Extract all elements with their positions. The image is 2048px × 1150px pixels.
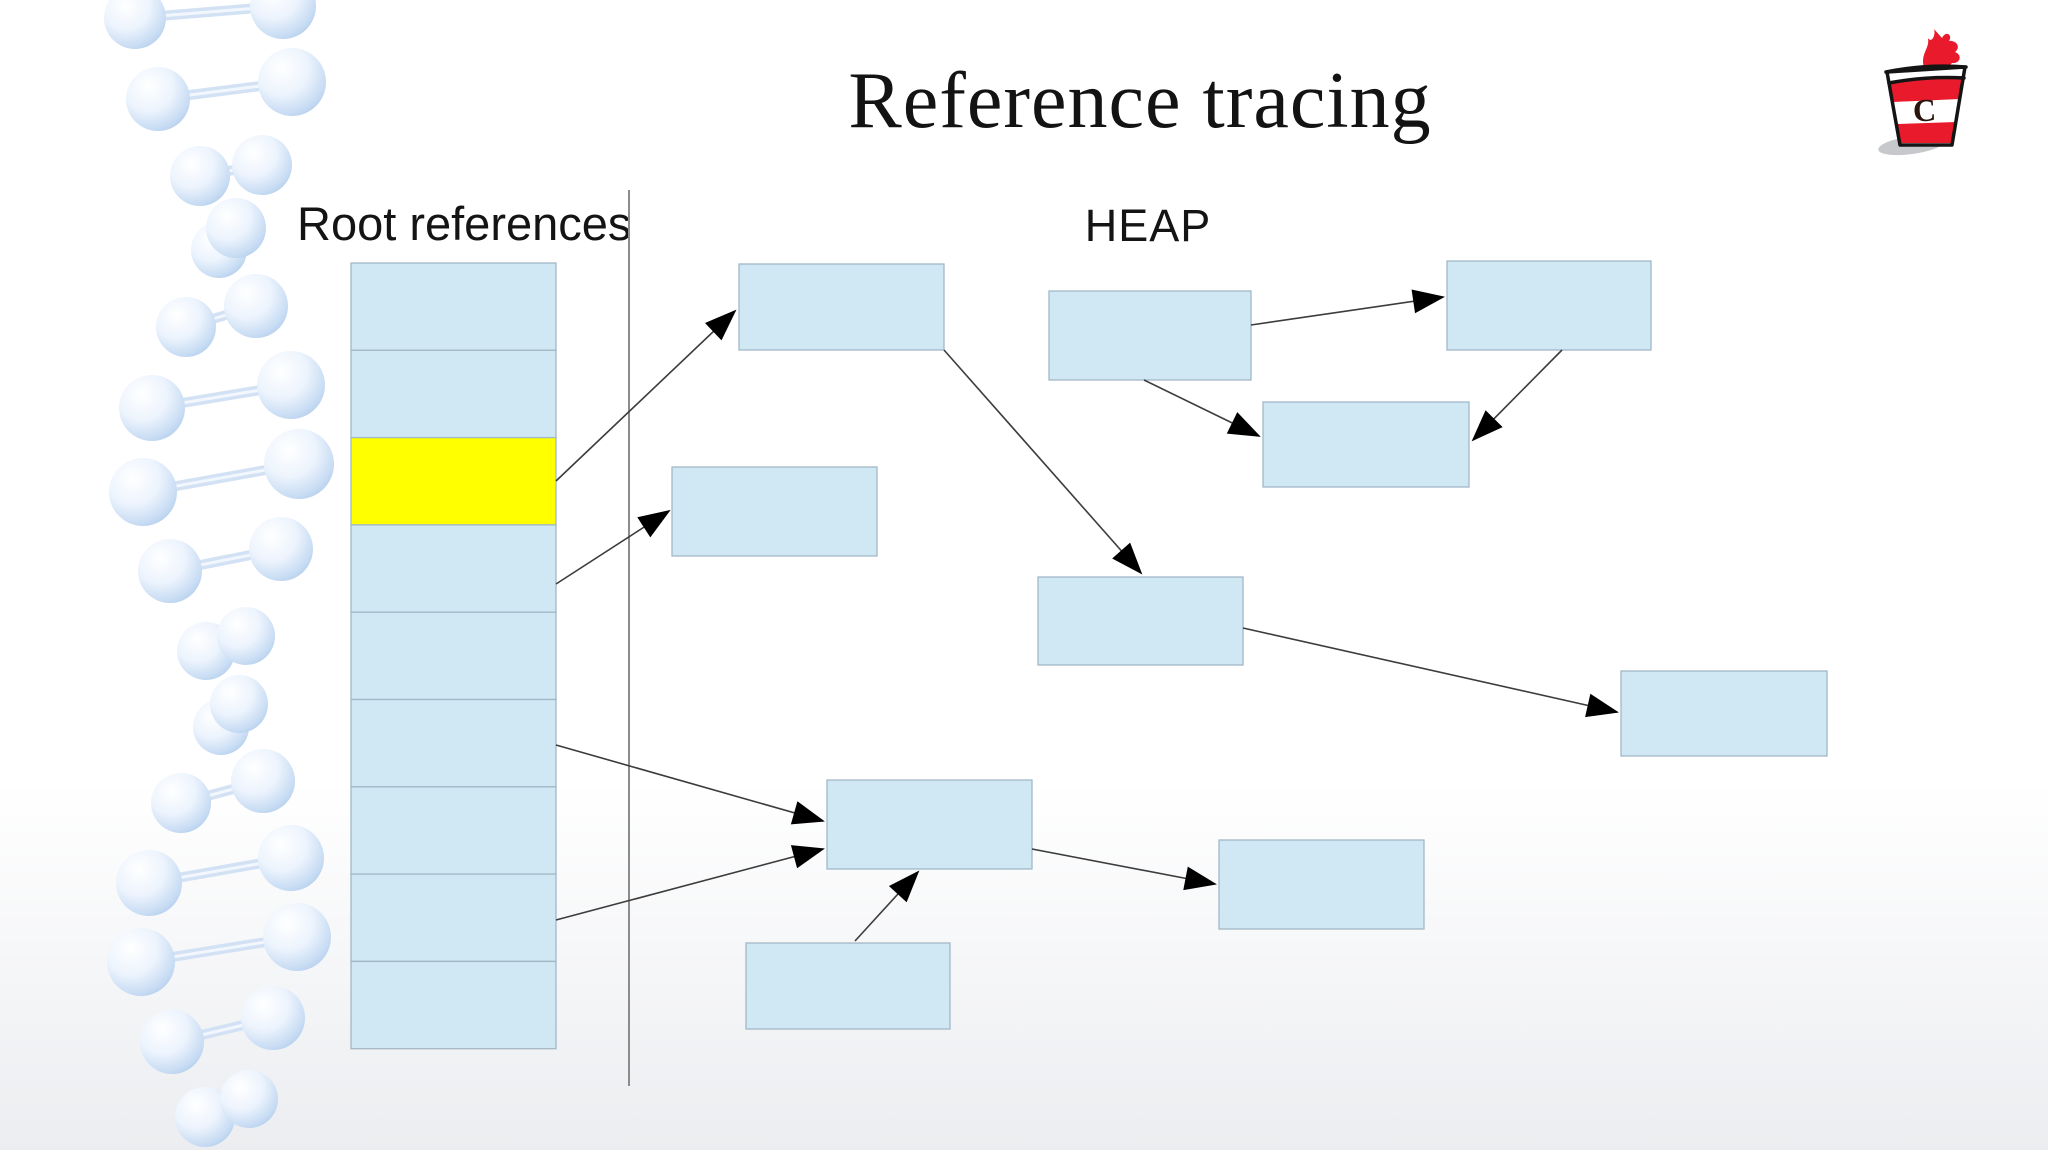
heap-box-E — [671, 466, 878, 557]
root-references-label: Root references — [297, 197, 632, 250]
reference-arrow-F-to-G — [1242, 627, 1619, 718]
root-cell-7 — [350, 873, 557, 963]
root-cell-0 — [350, 262, 557, 351]
dna-decoration — [104, 0, 334, 1147]
logo-band-bottom — [1897, 122, 1956, 143]
reference-arrow-root-row-7-to-H — [555, 845, 825, 921]
root-cell-1 — [350, 349, 557, 439]
heap-box-J — [745, 942, 951, 1030]
root-cell-6 — [350, 786, 557, 875]
heap-box-H — [826, 779, 1033, 870]
reference-arrow-B-to-C — [1250, 289, 1445, 326]
reference-arrow-C-to-D — [1471, 349, 1563, 442]
reference-arrow-root-highlight-to-A — [555, 309, 737, 482]
logo-splash — [1923, 29, 1960, 71]
reference-arrow-B-to-D — [1143, 379, 1261, 437]
heap-box-C — [1446, 260, 1652, 351]
reference-arrow-J-to-H — [854, 870, 920, 942]
heap-label: HEAP — [1084, 200, 1212, 251]
reference-arrow-A-to-F — [943, 349, 1143, 575]
root-cell-3 — [350, 524, 557, 613]
slide-title: Reference tracing — [848, 57, 1432, 145]
logo-bucket-outline — [1885, 65, 1967, 147]
reference-arrow-root-row-3-to-E — [555, 509, 671, 585]
root-cell-8 — [350, 960, 557, 1050]
root-cell-highlighted — [350, 436, 557, 526]
dna-strand — [104, 0, 334, 1147]
logo-band-top — [1890, 76, 1963, 102]
heap-box-B — [1048, 290, 1252, 381]
logo-rim-bottom — [1887, 75, 1966, 85]
root-cell-4 — [350, 611, 557, 701]
brand-logo-icon: C — [1878, 29, 1968, 156]
reference-arrow-H-to-I — [1031, 848, 1217, 891]
diagram-content — [350, 190, 1828, 1086]
heap-box-F — [1037, 576, 1244, 666]
logo-letter: C — [1912, 91, 1937, 128]
root-cell-5 — [350, 698, 557, 788]
heap-box-A — [738, 263, 945, 351]
heap-box-I — [1218, 839, 1425, 930]
heap-box-D — [1262, 401, 1470, 488]
heap-box-G — [1620, 670, 1828, 757]
reference-arrow-root-row-5-to-H — [555, 744, 825, 825]
